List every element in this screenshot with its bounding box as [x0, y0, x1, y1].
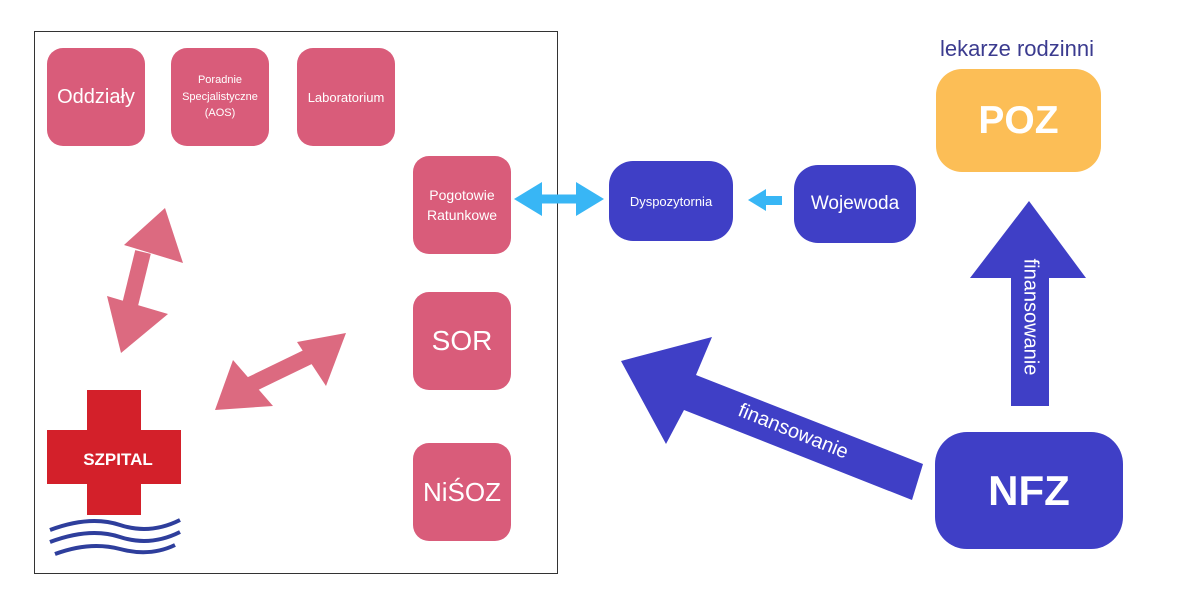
node-laboratorium: Laboratorium	[297, 48, 395, 146]
double-arrow-dyspozytornia	[514, 182, 604, 216]
node-pogotowie-ratunkowe: Pogotowie Ratunkowe	[413, 156, 511, 254]
node-poradnie-specjalistyczne: Poradnie Specjalistyczne (AOS)	[171, 48, 269, 146]
label-finansowanie-vertical: finansowanie	[1020, 259, 1042, 376]
node-nfz: NFZ	[935, 432, 1123, 549]
double-arrow-pink-lower	[215, 333, 346, 410]
node-poz: POZ	[936, 69, 1101, 172]
label-szpital: SZPITAL	[83, 450, 153, 469]
arrow-finansowanie-nfz-to-poz: finansowanie	[970, 201, 1086, 406]
node-wojewoda: Wojewoda	[794, 165, 916, 243]
hospital-frame	[34, 31, 558, 574]
node-nisoz: NiŚOZ	[413, 443, 511, 541]
node-sor: SOR	[413, 292, 511, 390]
arrow-finansowanie-nfz-to-szpital: finansowanie	[621, 337, 923, 500]
hospital-icon: SZPITAL	[47, 390, 181, 556]
double-arrow-pink-upper	[107, 208, 183, 353]
node-dyspozytornia: Dyspozytornia	[609, 161, 733, 241]
label-lekarze-rodzinni: lekarze rodzinni	[939, 36, 1095, 61]
node-oddzialy: Oddziały	[47, 48, 145, 146]
arrow-wojewoda-to-dyspozytornia	[748, 189, 782, 211]
